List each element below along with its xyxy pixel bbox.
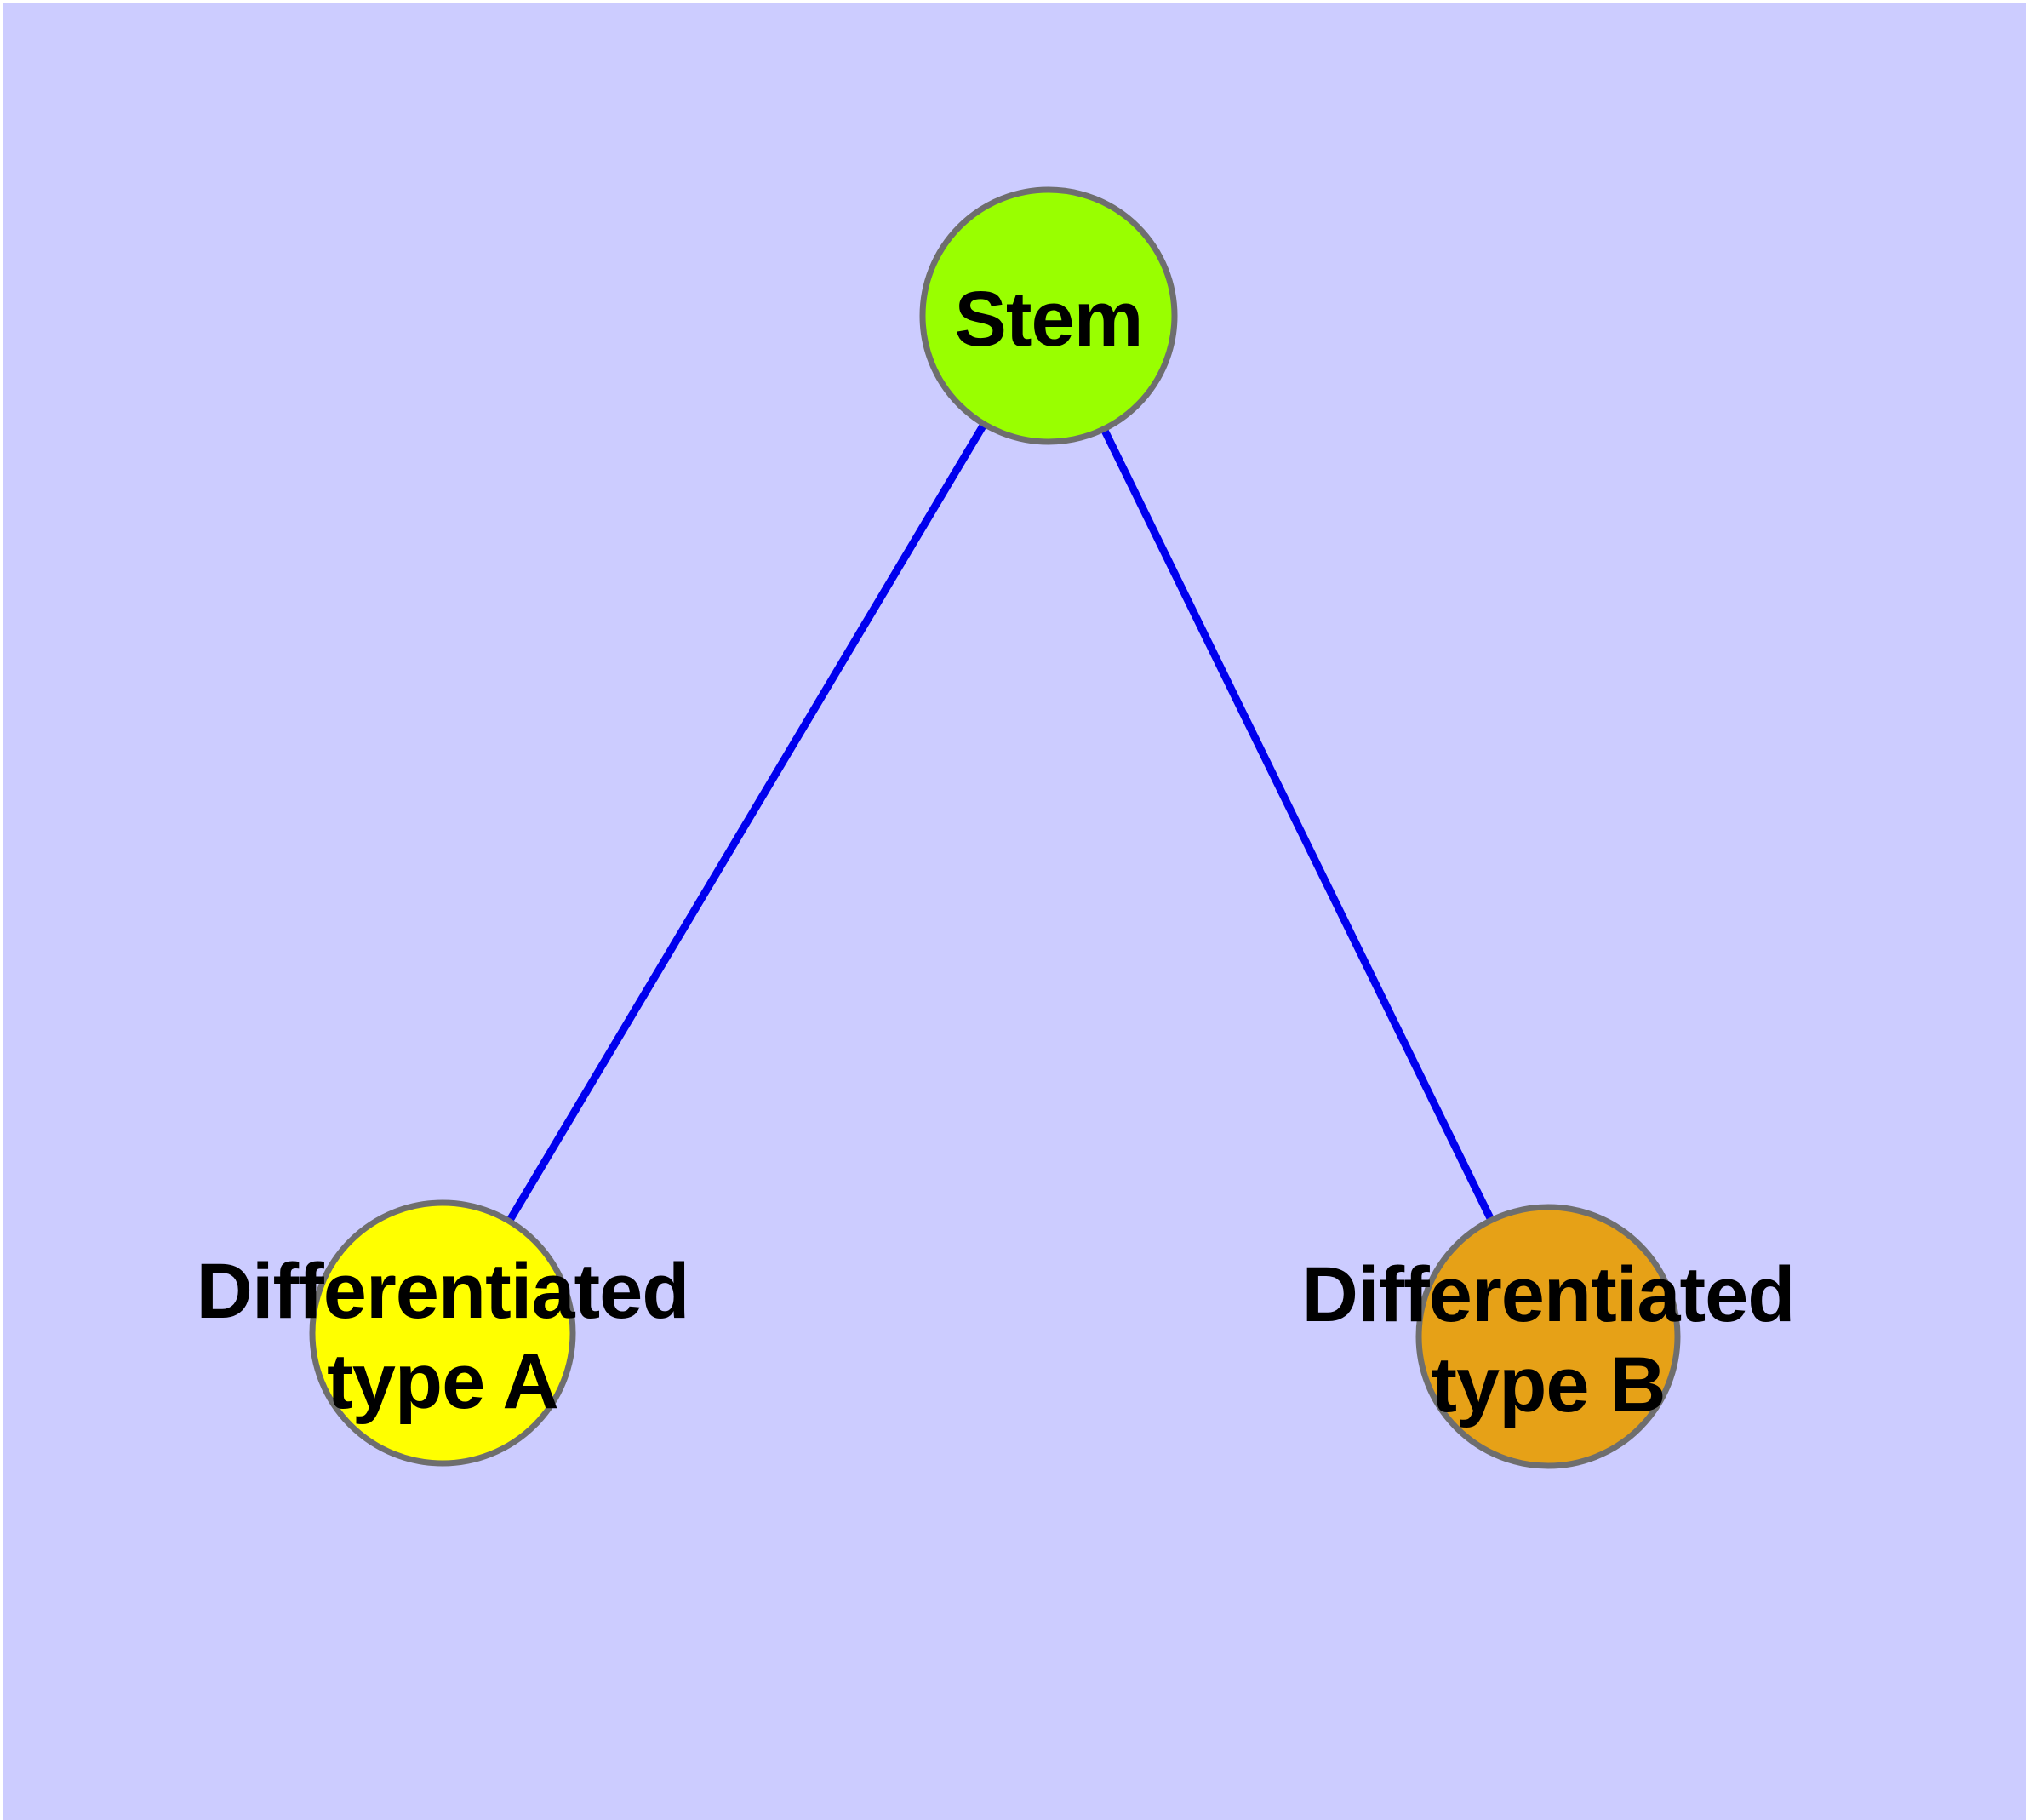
node-type-b-label-line1: Differentiated <box>1301 1251 1796 1338</box>
node-type-a-label-line2: type A <box>327 1338 559 1425</box>
node-type-a-label: Differentiated type A <box>196 1246 690 1427</box>
edge-stem-to-type-a <box>438 312 1053 1337</box>
node-type-b-circle <box>1415 1204 1681 1469</box>
node-stem-label: Stem <box>954 276 1144 363</box>
node-type-b-label: Differentiated type B <box>1301 1250 1796 1430</box>
edge-stem-to-type-b <box>1044 312 1552 1341</box>
node-type-a-label-line1: Differentiated <box>196 1248 690 1335</box>
graph-svg <box>309 186 1681 1469</box>
node-stem-circle <box>919 186 1178 445</box>
diagram-canvas: Stem Differentiated type A Differentiate… <box>3 3 2026 1820</box>
node-type-b-label-line2: type B <box>1431 1342 1666 1428</box>
node-type-a-circle <box>309 1199 576 1467</box>
